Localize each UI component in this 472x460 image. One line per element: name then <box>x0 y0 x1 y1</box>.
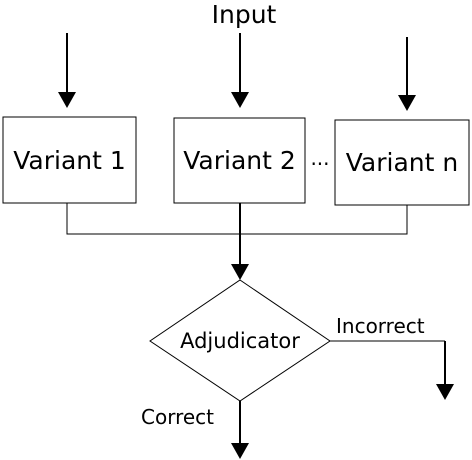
ellipsis: ... <box>310 146 329 170</box>
input-label: Input <box>212 0 277 29</box>
variant-box-1: Variant 1 <box>2 116 137 204</box>
adjudicator-node: Adjudicator <box>149 279 331 402</box>
input-arrow-2 <box>231 33 249 108</box>
incorrect-label: Incorrect <box>336 314 425 338</box>
variant-box-2: Variant 2 <box>173 117 306 204</box>
variant-collector-lines <box>66 203 408 235</box>
adjudicator-label: Adjudicator <box>180 329 300 353</box>
correct-arrow <box>231 401 249 459</box>
variant-label-2: Variant 2 <box>183 146 296 175</box>
input-arrow-1 <box>58 33 76 108</box>
incorrect-arrow <box>330 340 454 400</box>
correct-label: Correct <box>141 405 214 429</box>
variant-box-n: Variant n <box>334 119 470 206</box>
variant-label-n: Variant n <box>346 148 458 177</box>
variant-label-1: Variant 1 <box>13 146 126 175</box>
adjudicator-input-arrow <box>231 203 249 280</box>
input-arrow-n <box>398 37 416 111</box>
